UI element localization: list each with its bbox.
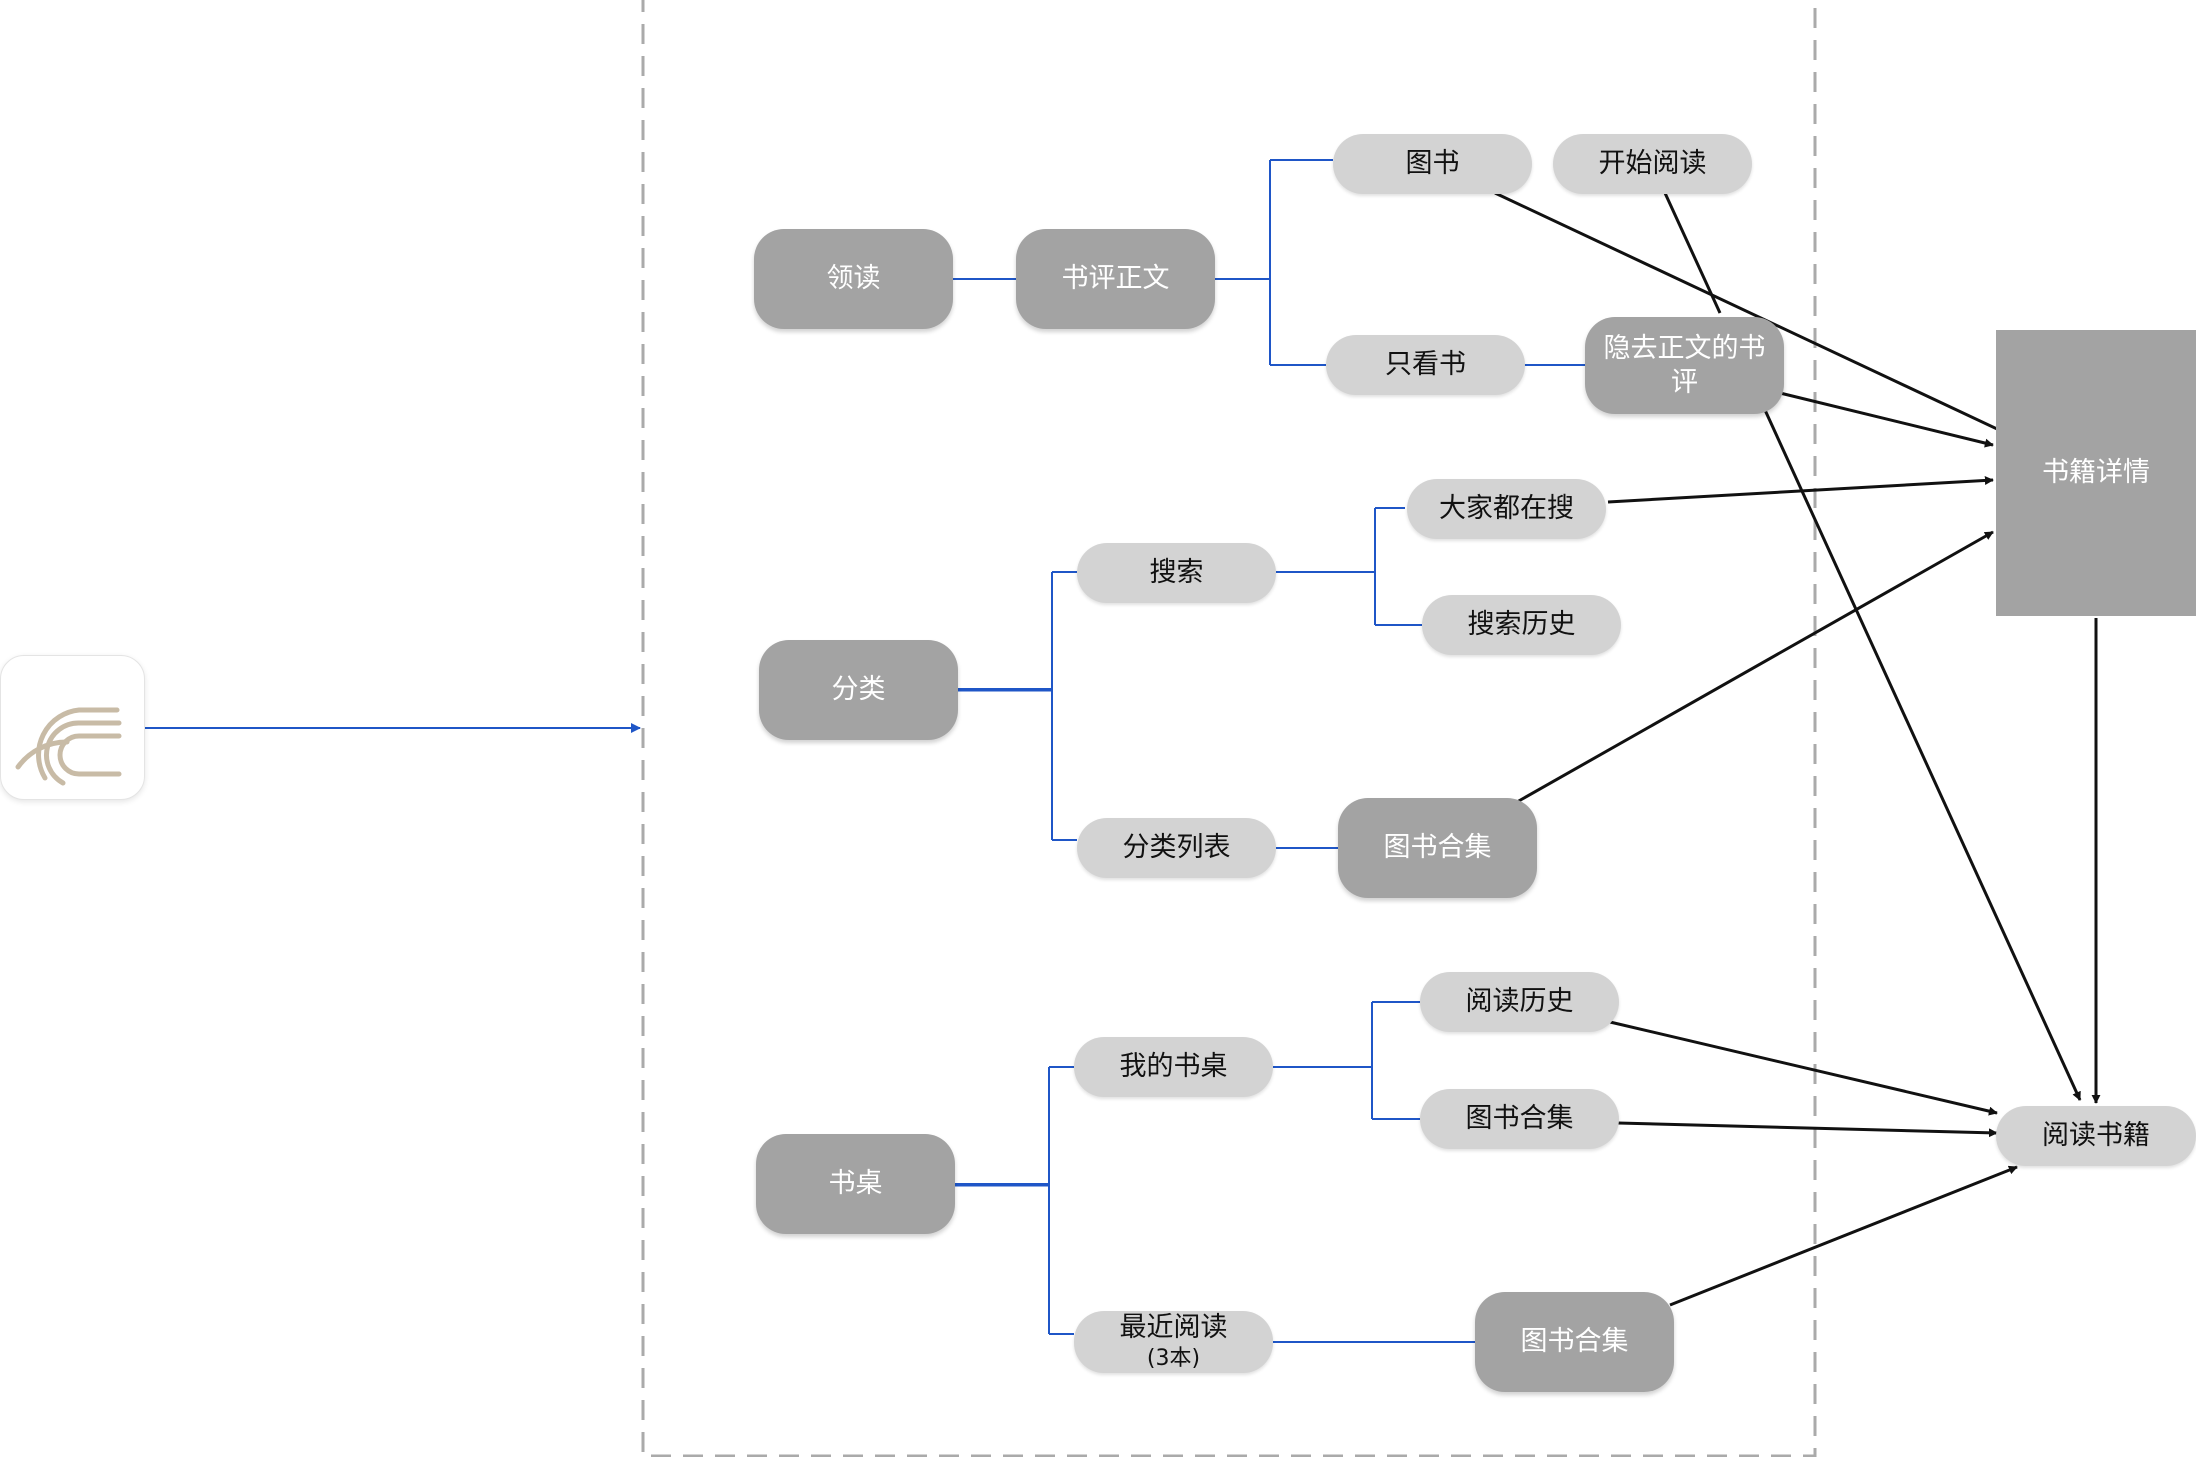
node-dajia-dou-zai-sou[interactable]: 大家都在搜 — [1407, 479, 1606, 539]
reader-app-logo-icon[interactable] — [0, 655, 145, 800]
node-tushu-heji-2[interactable]: 图书合集 — [1420, 1089, 1619, 1149]
node-sousuo[interactable]: 搜索 — [1077, 543, 1276, 603]
node-tushu-heji-3[interactable]: 图书合集 — [1475, 1292, 1674, 1392]
node-fenlei[interactable]: 分类 — [759, 640, 958, 740]
node-wode-shuzhuo[interactable]: 我的书桌 — [1074, 1037, 1273, 1097]
node-shuzhuo[interactable]: 书桌 — [756, 1134, 955, 1234]
arrow-kaishi-to-read — [1663, 192, 1722, 314]
tree-connectors — [953, 159, 1585, 1343]
node-sousuo-lishi[interactable]: 搜索历史 — [1422, 595, 1621, 655]
node-zuijin-yuedu[interactable]: 最近阅读 (3本) — [1074, 1311, 1273, 1373]
node-yuedu-shuji[interactable]: 阅读书籍 — [1996, 1106, 2196, 1166]
node-yuedu-lishi[interactable]: 阅读历史 — [1420, 972, 1619, 1032]
arrow-yinqu-to-detail — [1779, 391, 1994, 448]
app-boundary-frame — [641, 0, 1817, 1457]
arrow-heji2-to-read — [1617, 1121, 1998, 1138]
arrow-heji1-to-detail — [1516, 530, 1994, 804]
flow-arrows — [1494, 191, 2101, 1307]
node-yinqu-label-line1: 隐去正文的书 — [1603, 332, 1766, 364]
node-fenlei-liebiao[interactable]: 分类列表 — [1077, 818, 1276, 878]
arrow-lishi-to-read — [1609, 1020, 1998, 1116]
node-tushu[interactable]: 图书 — [1333, 134, 1532, 194]
node-tushu-heji-1[interactable]: 图书合集 — [1338, 798, 1537, 898]
arrow-tushu-to-detail — [1494, 191, 2096, 477]
arrow-heji3-to-read — [1669, 1165, 2018, 1307]
node-zhikan-shu[interactable]: 只看书 — [1326, 335, 1525, 395]
node-shuji-xiangqing[interactable]: 书籍详情 — [1996, 330, 2196, 616]
node-kaishi-yuedu[interactable]: 开始阅读 — [1553, 134, 1752, 194]
node-zuijin-label-line1: 最近阅读 — [1119, 1312, 1228, 1344]
logo-arcs-icon — [15, 707, 122, 786]
arrow-kaishi-to-read-2 — [1763, 409, 2082, 1101]
node-lingdu[interactable]: 领读 — [754, 229, 953, 329]
node-zuijin-label-line2: (3本) — [1146, 1346, 1201, 1372]
arrow-dajia-to-detail — [1607, 475, 1994, 504]
node-yinqu-label-line2: 评 — [1671, 366, 1698, 398]
node-shuping-zhengwen[interactable]: 书评正文 — [1016, 229, 1215, 329]
node-yinqu-zhengwen-shuping[interactable]: 隐去正文的书 评 — [1585, 317, 1784, 414]
